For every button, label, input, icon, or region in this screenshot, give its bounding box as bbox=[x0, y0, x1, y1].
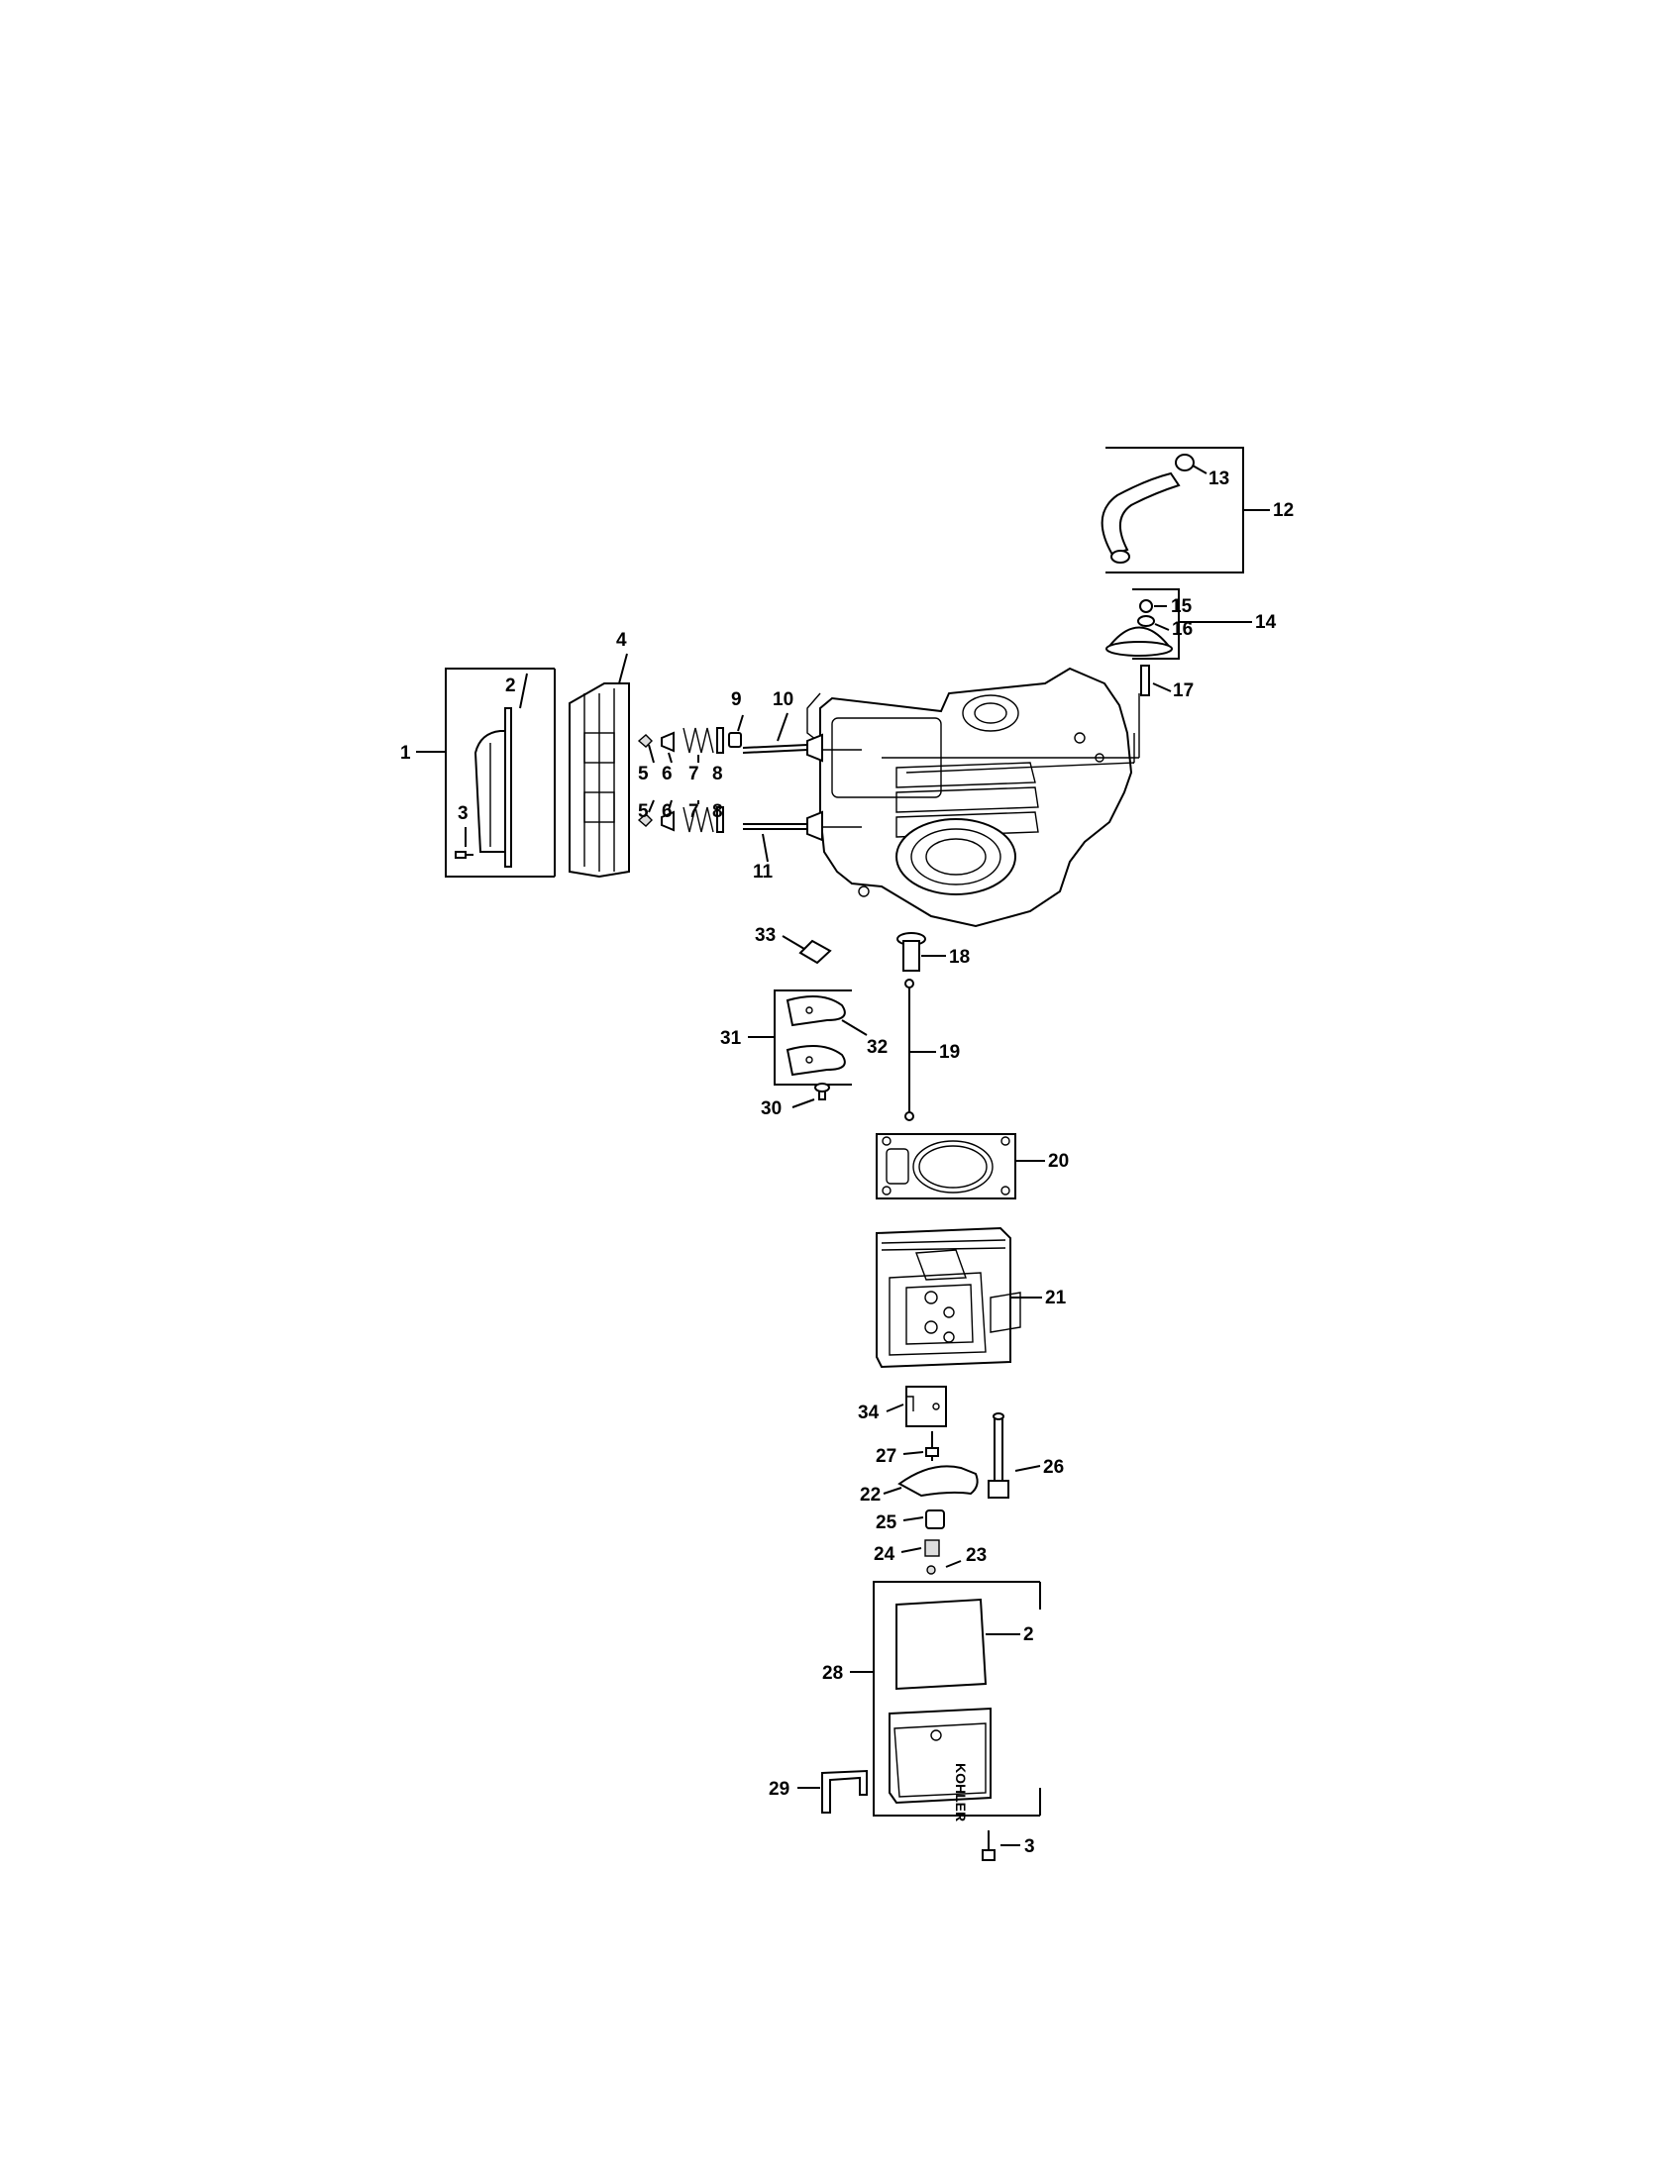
callout-15: 15 bbox=[1171, 596, 1193, 617]
callout-19: 19 bbox=[939, 1042, 960, 1063]
callout-18: 18 bbox=[949, 947, 970, 968]
breather-nut bbox=[1139, 599, 1153, 613]
rocker-nut bbox=[924, 1539, 940, 1557]
callout-9: 9 bbox=[731, 689, 742, 710]
valve-lifter bbox=[896, 932, 946, 972]
callout-12: 12 bbox=[1273, 500, 1294, 521]
callout-22: 22 bbox=[860, 1485, 881, 1506]
callouts: 1 2 3 4 5 6 7 8 9 10 11 12 13 14 15 16 1… bbox=[400, 468, 1294, 1857]
callout-1: 1 bbox=[400, 743, 411, 764]
valve-retainer-upper bbox=[661, 731, 675, 753]
valve-train bbox=[637, 712, 823, 863]
callout-8: 8 bbox=[712, 764, 723, 784]
adjusting-screw bbox=[925, 1447, 939, 1457]
cylinder-head bbox=[569, 653, 630, 879]
callout-20: 20 bbox=[1048, 1151, 1069, 1172]
callout-31: 31 bbox=[720, 1028, 742, 1049]
rocker-bridge-plate bbox=[886, 1386, 947, 1427]
callout-2-lower: 2 bbox=[1023, 1624, 1034, 1645]
rocker-arm-upper bbox=[786, 995, 846, 1027]
callout-10: 10 bbox=[773, 689, 793, 710]
callout-4: 4 bbox=[616, 630, 627, 651]
valve-keeper-lower bbox=[637, 813, 653, 827]
callout-30: 30 bbox=[761, 1098, 782, 1119]
callout-29: 29 bbox=[769, 1779, 789, 1800]
callout-24: 24 bbox=[874, 1544, 895, 1565]
breather-stud bbox=[1140, 665, 1150, 696]
intake-valve-stem bbox=[742, 744, 808, 749]
head-gasket bbox=[876, 1133, 1045, 1199]
intake-valve-head bbox=[806, 733, 823, 763]
lower-valve-cover-kit: KOHLER bbox=[850, 1581, 1041, 1821]
callout-32: 32 bbox=[867, 1037, 888, 1058]
callout-25: 25 bbox=[876, 1512, 897, 1533]
callout-13: 13 bbox=[1208, 468, 1229, 489]
callout-11: 11 bbox=[753, 862, 774, 883]
callout-6-lower: 6 bbox=[662, 801, 673, 822]
callout-3: 3 bbox=[458, 803, 469, 824]
rocker-arm bbox=[897, 1465, 979, 1498]
rocker-seal bbox=[926, 1565, 936, 1575]
rocker-pivot-group bbox=[748, 935, 868, 1108]
callout-8-lower: 8 bbox=[712, 801, 723, 822]
valve-cover-lower bbox=[889, 1707, 992, 1805]
valve-cap bbox=[728, 732, 742, 748]
callout-16: 16 bbox=[1172, 619, 1193, 640]
breather-hose-kit bbox=[1101, 447, 1270, 573]
callout-2: 2 bbox=[505, 676, 516, 696]
cover-screw-lower bbox=[982, 1830, 1020, 1861]
push-rod bbox=[904, 979, 936, 1121]
valve-spring-upper bbox=[682, 727, 714, 754]
callout-21: 21 bbox=[1045, 1288, 1067, 1308]
breather-hose bbox=[1101, 471, 1181, 557]
callout-17: 17 bbox=[1173, 680, 1194, 701]
callout-5: 5 bbox=[638, 764, 649, 784]
callout-27: 27 bbox=[876, 1446, 896, 1467]
valve-spring-lower bbox=[682, 806, 714, 833]
callout-34: 34 bbox=[858, 1403, 880, 1423]
rocker-ball bbox=[925, 1509, 945, 1529]
callout-28: 28 bbox=[822, 1663, 843, 1684]
valve-seal-upper bbox=[716, 727, 724, 754]
kit-bracket-1 bbox=[445, 668, 475, 878]
callout-3-lower: 3 bbox=[1024, 1836, 1035, 1857]
callout-5-lower: 5 bbox=[638, 801, 649, 822]
callout-14: 14 bbox=[1255, 612, 1277, 633]
callout-7: 7 bbox=[688, 764, 699, 784]
kit-bracket-14 bbox=[1132, 588, 1180, 660]
valve-seal-lower bbox=[716, 806, 724, 833]
callout-7-lower: 7 bbox=[688, 801, 699, 822]
breather-cover-kit bbox=[1105, 588, 1252, 696]
rocker-hardware bbox=[883, 1412, 1041, 1575]
hose-clamp bbox=[1175, 454, 1195, 471]
callout-6: 6 bbox=[662, 764, 673, 784]
valve-cover-gasket bbox=[504, 707, 512, 868]
cylinder-head-assembly bbox=[876, 1226, 1042, 1369]
callout-23: 23 bbox=[966, 1545, 987, 1566]
callout-33: 33 bbox=[755, 925, 776, 946]
callout-26: 26 bbox=[1043, 1457, 1064, 1478]
valve-keeper-upper bbox=[637, 734, 653, 748]
cover-gasket bbox=[895, 1598, 988, 1691]
cover-logo-text: KOHLER bbox=[953, 1763, 969, 1821]
rocker-arm-lower bbox=[786, 1045, 846, 1077]
valve-cover-kit bbox=[416, 668, 556, 878]
valve-retainer-lower bbox=[661, 810, 675, 832]
exhaust-valve-head bbox=[806, 810, 823, 842]
kit-bracket-28 bbox=[873, 1581, 1040, 1817]
cover-screw bbox=[455, 851, 467, 859]
rocker-pivot-block bbox=[798, 939, 832, 965]
cover-bracket bbox=[797, 1769, 868, 1814]
crankcase bbox=[806, 667, 1135, 928]
